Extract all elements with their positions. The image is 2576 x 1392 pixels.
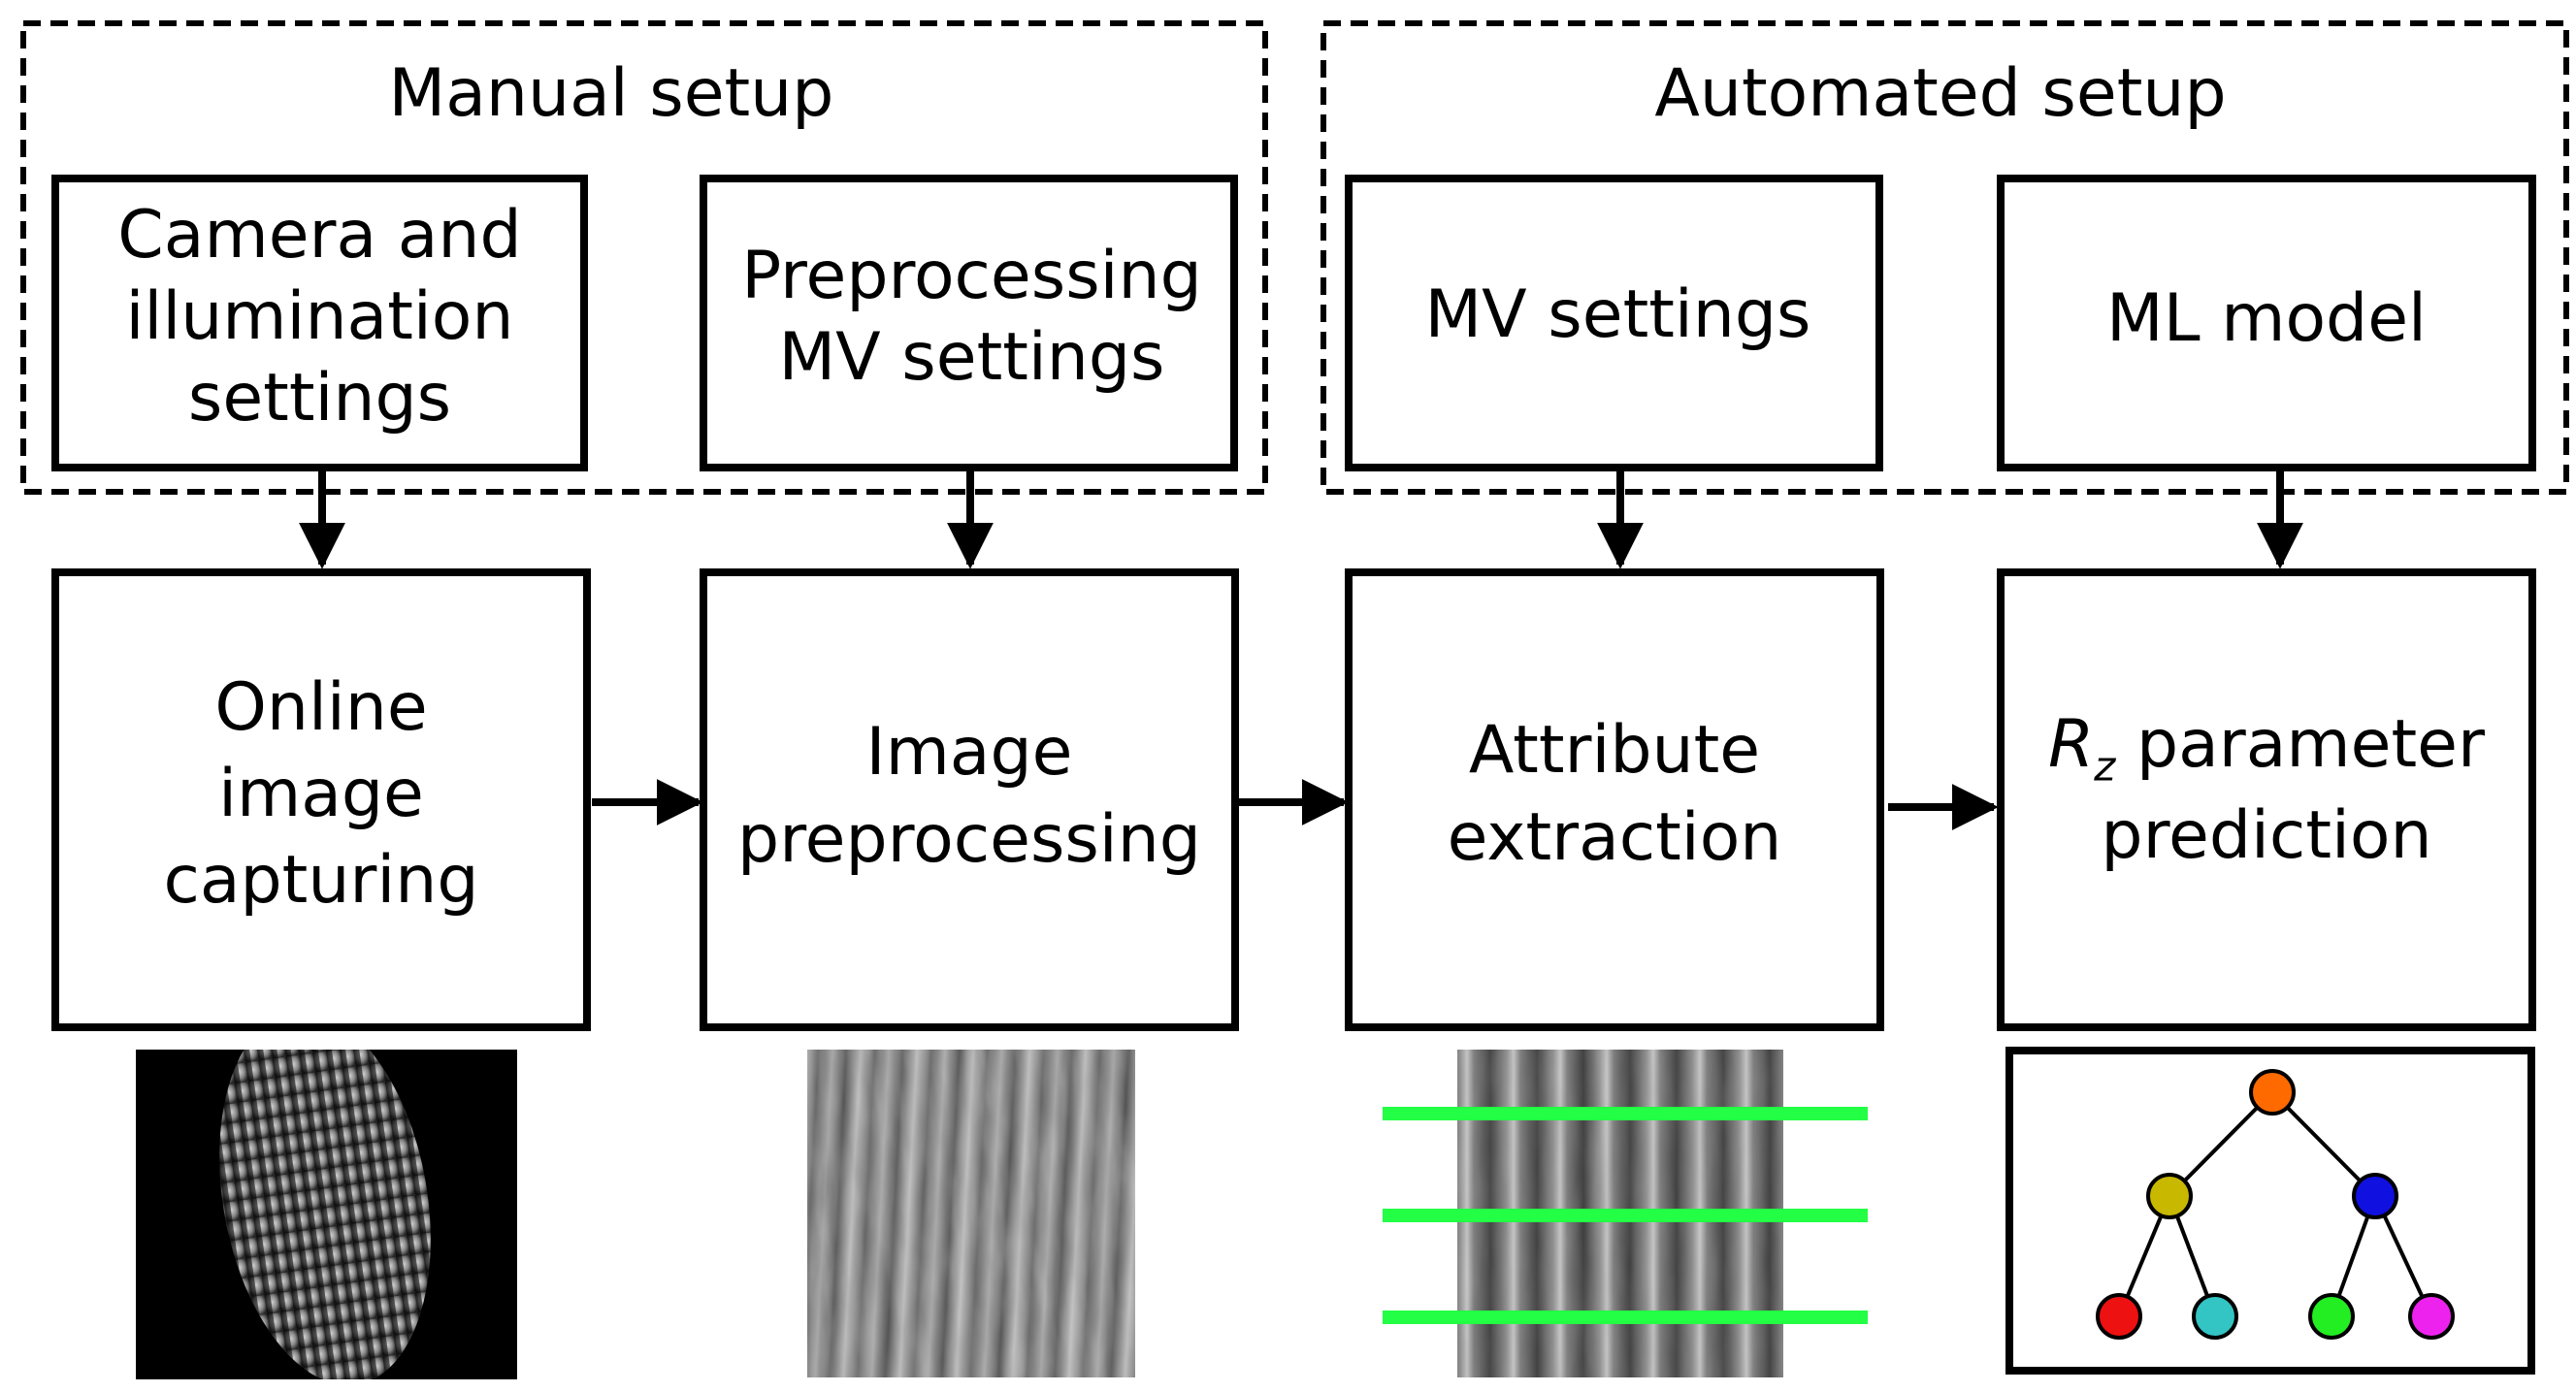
box-line: Camera and xyxy=(117,196,522,274)
tree-node-left xyxy=(2146,1173,2193,1219)
captured-image-thumbnail xyxy=(136,1050,517,1379)
box-line: MV settings xyxy=(1424,275,1811,353)
attribute-image-thumbnail xyxy=(1383,1050,1868,1377)
image-preprocessing-box: Image preprocessing xyxy=(700,568,1239,1031)
online-image-capturing-box: Online image capturing xyxy=(51,568,591,1031)
box-line: Online xyxy=(214,668,428,746)
box-line: capturing xyxy=(163,842,479,920)
mv-settings-box: MV settings xyxy=(1345,175,1883,471)
box-line-rest: parameter xyxy=(2115,705,2485,783)
tree-leaf-4 xyxy=(2408,1293,2455,1340)
tree-leaf-2 xyxy=(2192,1293,2238,1340)
ml-model-box: ML model xyxy=(1997,175,2536,471)
box-line: Attribute xyxy=(1468,712,1761,790)
rz-parameter-prediction-box: Rz parameter prediction xyxy=(1997,568,2536,1031)
automated-setup-frame xyxy=(1321,20,2569,495)
tree-node-root xyxy=(2249,1069,2296,1116)
rz-subscript: z xyxy=(2094,742,2116,791)
tree-node-right xyxy=(2352,1173,2398,1219)
automated-setup-title: Automated setup xyxy=(1654,55,2227,132)
manual-setup-title: Manual setup xyxy=(388,55,834,132)
box-line: prediction xyxy=(2101,797,2432,875)
box-line: settings xyxy=(187,360,452,437)
tree-leaf-1 xyxy=(2096,1293,2142,1340)
rz-symbol: R xyxy=(2048,705,2095,783)
attribute-extraction-box: Attribute extraction xyxy=(1345,568,1884,1031)
box-line: image xyxy=(218,755,424,832)
box-line: Rz parameter xyxy=(2048,701,2485,793)
box-line: MV settings xyxy=(778,319,1165,396)
preprocessed-image-thumbnail xyxy=(807,1050,1135,1377)
preprocessing-mv-settings-box: Preprocessing MV settings xyxy=(700,175,1238,471)
box-line: Preprocessing xyxy=(741,237,1202,314)
decision-tree-thumbnail xyxy=(2005,1047,2535,1375)
box-line: illumination xyxy=(125,277,514,355)
tree-leaf-3 xyxy=(2308,1293,2355,1340)
box-line: extraction xyxy=(1447,798,1782,876)
box-line: preprocessing xyxy=(737,800,1201,878)
camera-illumination-settings-box: Camera and illumination settings xyxy=(51,175,588,471)
manual-setup-frame xyxy=(20,20,1268,495)
box-line: ML model xyxy=(2106,279,2427,357)
box-line: Image xyxy=(865,714,1073,792)
